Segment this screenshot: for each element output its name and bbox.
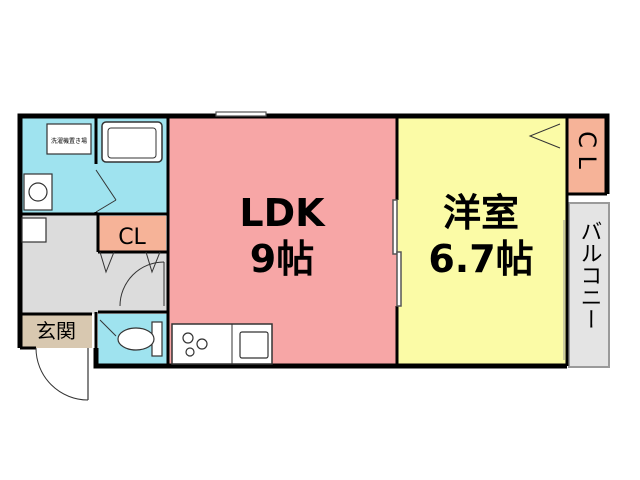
stove-icon	[182, 332, 208, 357]
ldk-size: 9帖	[250, 237, 314, 281]
bathtub	[101, 121, 163, 163]
closet-hall-label: CL	[118, 225, 146, 250]
entrance-area	[20, 314, 92, 348]
washer-label: 洗濯機置き場	[51, 137, 87, 145]
wash-basin	[23, 173, 53, 211]
window-top	[215, 111, 267, 117]
closet-hall	[98, 216, 166, 252]
western-size: 6.7帖	[428, 237, 533, 281]
western-name: 洋室	[443, 191, 519, 235]
air-conditioner-icon	[528, 123, 561, 149]
sink-icon	[239, 331, 269, 359]
western-room	[397, 118, 567, 366]
kitchen-counter	[171, 323, 273, 365]
entrance-label: 玄関	[36, 319, 76, 343]
entrance-door-arc	[35, 347, 89, 401]
washer-space	[46, 123, 92, 155]
hall-door-arc	[119, 261, 165, 307]
balcony-area	[568, 202, 610, 368]
closet-western	[567, 118, 607, 194]
ldk-name: LDK	[239, 191, 326, 235]
closet-western-label: C L	[573, 131, 601, 169]
toilet-icon	[117, 327, 155, 351]
shoe-cabinet	[21, 217, 47, 243]
sliding-door	[392, 199, 402, 307]
balcony-label: バルコニー	[577, 220, 602, 330]
hallway-area-2	[98, 252, 168, 314]
